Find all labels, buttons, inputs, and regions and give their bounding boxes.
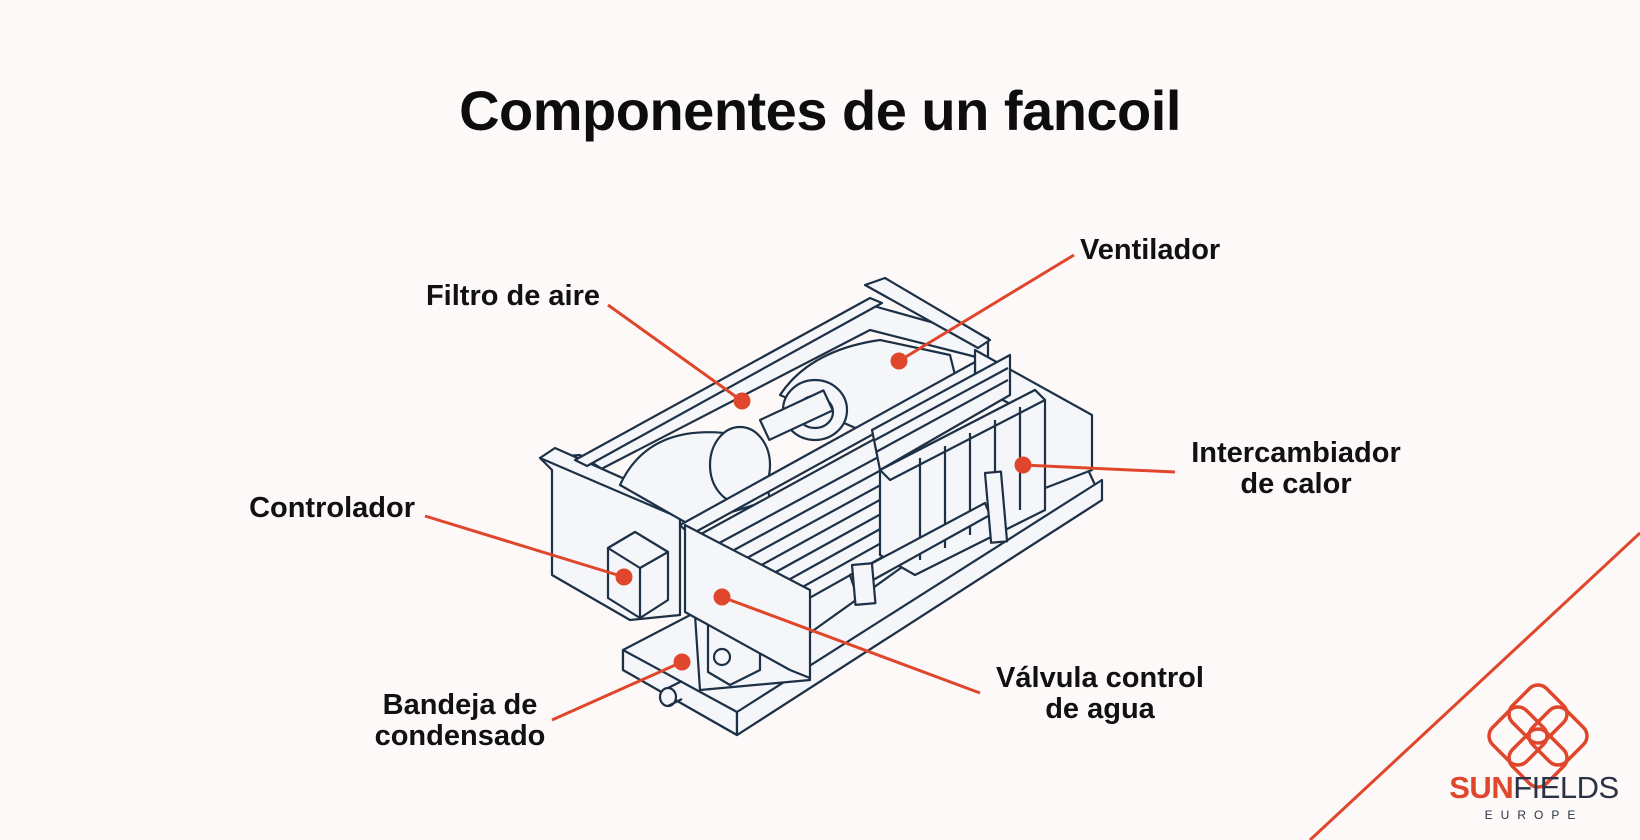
leader-ventilador (898, 253, 1075, 363)
label-bandeja-line1: Bandeja de (382, 689, 538, 721)
top-frame (573, 296, 884, 468)
leader-intercambiador (1022, 463, 1176, 474)
brand-wordmark: SUNFIELDS (1438, 770, 1630, 806)
label-valvula-line1: Válvula control (996, 662, 1204, 694)
leader-bandeja (551, 660, 683, 722)
corner-accent-line (1308, 531, 1640, 840)
label-bandeja: Bandeja de condensado (355, 690, 565, 752)
brand-subtitle: EUROPE (1484, 808, 1584, 822)
brand-name-accent: SUN (1449, 770, 1514, 805)
label-controlador: Controlador (249, 492, 415, 524)
front-panel (683, 523, 812, 680)
label-ventilador: Ventilador (1080, 234, 1221, 266)
label-intercambiador-line1: Intercambiador (1191, 437, 1401, 469)
label-valvula-line2: de agua (1045, 693, 1155, 725)
heat-exchanger-top (870, 353, 1012, 472)
label-valvula: Válvula control de agua (980, 663, 1220, 725)
page-title: Componentes de un fancoil (459, 79, 1181, 142)
label-bandeja-line2: condensado (374, 720, 546, 752)
leader-valvula (721, 595, 981, 695)
brand-name-rest: FIELDS (1513, 770, 1619, 805)
leader-lines (424, 253, 1176, 722)
label-intercambiador-line2: de calor (1240, 468, 1352, 500)
leader-filtro (607, 303, 743, 403)
label-intercambiador: Intercambiador de calor (1180, 438, 1412, 500)
fancoil-unit (538, 276, 1104, 737)
leader-controlador (424, 514, 625, 579)
sunfields-logo-icon (1487, 683, 1589, 789)
label-filtro-de-aire: Filtro de aire (425, 280, 600, 312)
